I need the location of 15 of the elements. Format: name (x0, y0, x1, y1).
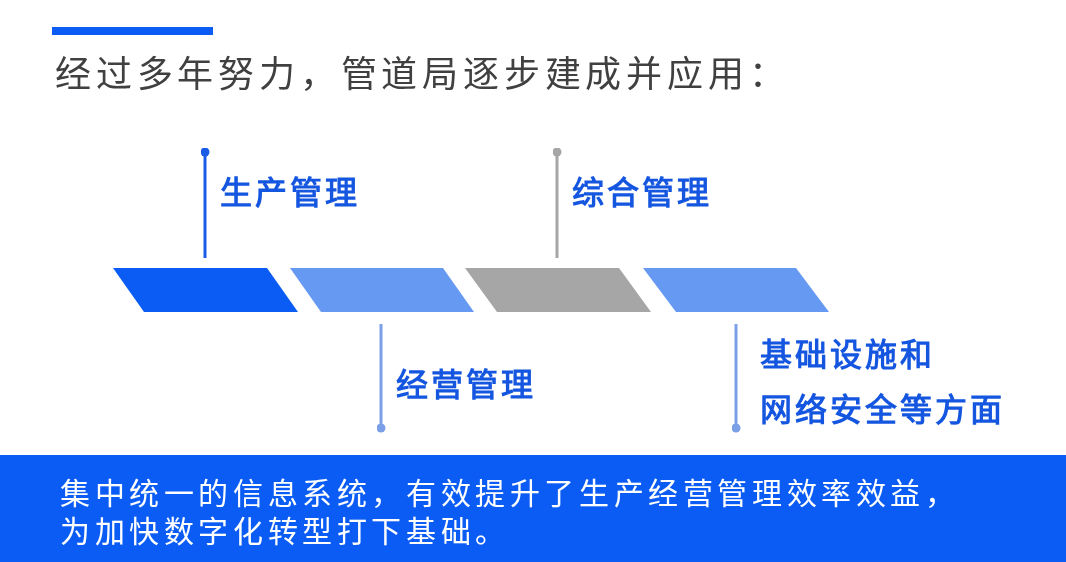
slide-title: 经过多年努力，管道局逐步建成并应用： (55, 53, 790, 97)
timeline-segment (113, 268, 298, 312)
category-label: 生产管理 (220, 174, 380, 212)
leader-line (731, 324, 741, 433)
timeline-segment (643, 268, 829, 312)
leader-line (552, 147, 562, 258)
leader-line (200, 147, 210, 258)
timeline-segment (465, 268, 651, 312)
leader-line (376, 324, 386, 433)
category-label: 基础设施和网络安全等方面 (760, 328, 1016, 438)
summary-text: 集中统一的信息系统，有效提升了生产经营管理效率效益，为加快数字化转型打下基础。 (60, 476, 961, 550)
category-label: 经营管理 (396, 366, 556, 404)
category-label: 综合管理 (572, 174, 732, 212)
summary-banner (0, 455, 1066, 562)
timeline-segment (290, 268, 474, 312)
